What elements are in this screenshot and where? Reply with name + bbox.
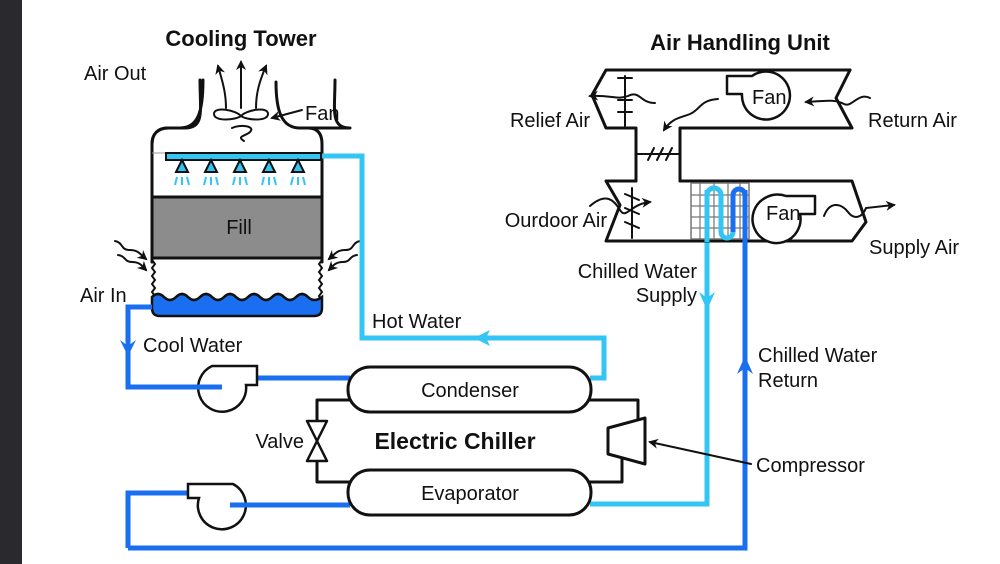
cool-water-label: Cool Water xyxy=(143,335,243,357)
hot-water-arrow-icon xyxy=(474,330,490,346)
tower-fan-label: Fan xyxy=(305,103,339,125)
air-in-arrows-icon xyxy=(114,240,361,272)
chilled-return-arrow-icon xyxy=(737,356,753,374)
return-duct-left xyxy=(590,68,852,183)
air-handling-unit: Air Handling Unit Relief Air Fan Return … xyxy=(505,30,960,259)
chilled-water-return-pipe xyxy=(128,190,748,551)
chilled-water-supply-pipe xyxy=(590,190,710,507)
electric-chiller-title: Electric Chiller xyxy=(374,428,535,454)
chilled-supply-arrow-icon xyxy=(699,292,715,310)
compressor-pointer xyxy=(648,438,752,465)
return-air-arrow-icon xyxy=(804,95,871,107)
refrigerant-line-bottom-right xyxy=(588,455,624,484)
hot-water-label: Hot Water xyxy=(372,311,462,333)
cool-water-arrow-icon xyxy=(120,340,136,356)
fill-label: Fill xyxy=(226,217,252,239)
supply-fan-label: Fan xyxy=(766,203,800,225)
left-sidebar-strip xyxy=(0,0,22,564)
refrigerant-line-top-right xyxy=(588,398,640,422)
tower-shell-right xyxy=(274,80,324,264)
air-in-label: Air In xyxy=(80,285,127,307)
relief-damper-icon xyxy=(617,75,633,127)
return-fan-label: Fan xyxy=(752,87,786,109)
tower-fan-icon xyxy=(212,108,303,142)
supply-fan-icon xyxy=(751,193,817,245)
compressor-icon xyxy=(606,416,647,466)
condenser-pump-icon xyxy=(128,364,259,413)
return-duct-right xyxy=(678,68,854,183)
valve-label: Valve xyxy=(255,431,304,453)
outdoor-damper-icon xyxy=(624,187,640,239)
outdoor-air-arrow-icon xyxy=(589,197,652,215)
return-fan-icon xyxy=(725,70,792,121)
cooling-tower: Cooling Tower Air Out Fan xyxy=(80,26,361,318)
evaporator-pump-icon xyxy=(186,482,350,531)
expansion-valve-icon xyxy=(305,419,329,463)
ahu-title: Air Handling Unit xyxy=(650,30,830,55)
supply-duct xyxy=(604,179,868,243)
air-out-arrows-icon xyxy=(215,60,268,109)
tower-shell-left xyxy=(150,78,205,264)
supply-air-label: Supply Air xyxy=(869,237,959,259)
condenser-label: Condenser xyxy=(421,380,519,402)
refrigerant-line-left xyxy=(315,398,352,484)
chilled-return-pipe-left xyxy=(125,490,190,548)
mixing-air-arrow-icon xyxy=(662,98,719,132)
relief-air-label: Relief Air xyxy=(510,110,590,132)
cooling-tower-title: Cooling Tower xyxy=(165,26,317,51)
basin-water xyxy=(150,292,324,318)
evaporator-label: Evaporator xyxy=(421,483,519,505)
left-louver xyxy=(150,259,157,301)
cooling-coil-icon xyxy=(690,182,750,244)
fill-media xyxy=(150,195,324,260)
chilled-water-return-label-1: Chilled Water xyxy=(758,345,878,367)
chilled-water-supply-label-2: Supply xyxy=(636,285,697,307)
compressor-label: Compressor xyxy=(756,455,865,477)
chilled-water-return-label-2: Return xyxy=(758,370,818,392)
relief-air-arrow-icon xyxy=(588,90,656,104)
right-louver xyxy=(317,259,324,301)
supply-air-arrow-icon xyxy=(823,200,896,218)
chilled-water-supply-label-1: Chilled Water xyxy=(578,261,698,283)
mixing-damper-icon xyxy=(635,147,681,161)
return-air-label: Return Air xyxy=(868,110,957,132)
evaporator xyxy=(346,468,593,517)
condenser xyxy=(346,365,593,414)
spray-header xyxy=(165,152,322,161)
hot-water-pipe xyxy=(322,153,607,381)
spray-nozzles-icon xyxy=(174,157,306,186)
outdoor-air-label: Ourdoor Air xyxy=(505,210,608,232)
electric-chiller: Condenser Evaporator Electric Chiller Va… xyxy=(255,365,865,517)
air-out-label: Air Out xyxy=(84,63,147,85)
